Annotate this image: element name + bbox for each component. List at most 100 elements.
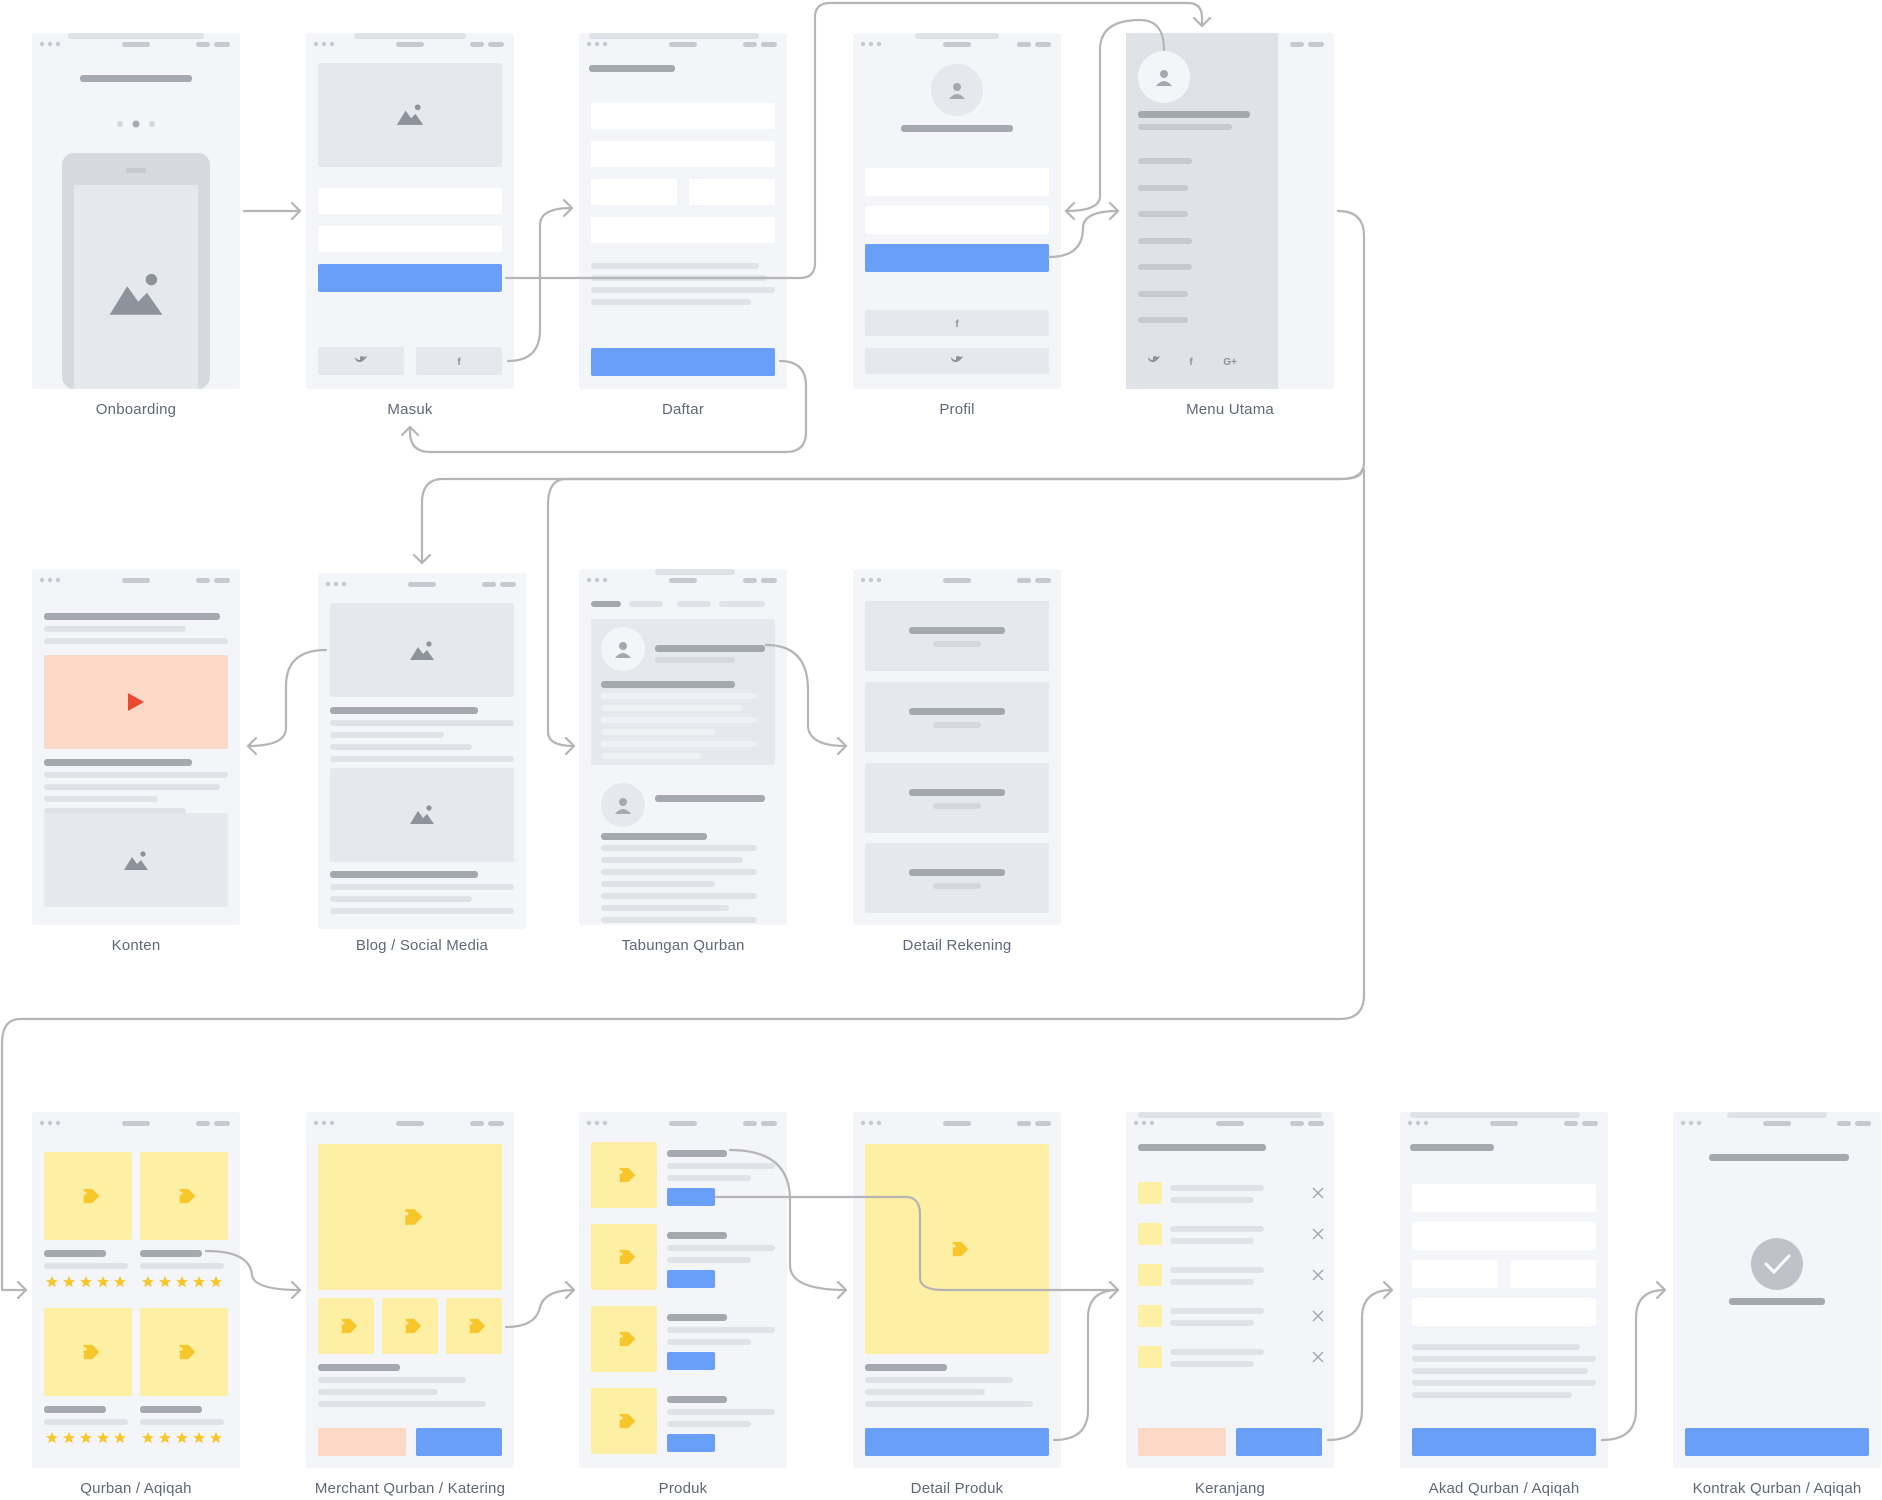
screen-label-keranjang: Keranjang <box>1194 1480 1266 1497</box>
status-bar-icon <box>743 1121 757 1126</box>
account-card <box>865 682 1049 752</box>
text-line <box>667 1421 751 1427</box>
heading-line <box>667 1314 727 1321</box>
text-line <box>330 896 472 902</box>
screen-produk <box>579 1112 787 1468</box>
facebook-icon: f <box>955 319 959 330</box>
text-line <box>1170 1308 1264 1314</box>
text-line <box>601 753 701 759</box>
heading-line <box>44 613 220 620</box>
text-line <box>865 1389 985 1395</box>
window-dot <box>39 41 45 47</box>
input-field <box>318 188 502 214</box>
text-line <box>933 641 981 647</box>
text-line <box>655 569 735 575</box>
heading-line <box>1729 1298 1825 1305</box>
text-line <box>601 881 715 887</box>
play-icon <box>128 693 144 711</box>
facebook-connect-button <box>865 310 1049 336</box>
heading-line <box>589 65 675 72</box>
screen-label-profil: Profil <box>939 401 975 418</box>
facebook-icon: f <box>457 357 461 368</box>
arrowhead <box>1655 1280 1667 1300</box>
menu-item <box>1138 185 1188 191</box>
window-dot <box>1407 1120 1413 1126</box>
text-line <box>601 705 743 711</box>
save-profile-button <box>865 244 1049 272</box>
text-line <box>865 1377 1013 1383</box>
heading-line <box>1138 1144 1266 1151</box>
window-dot <box>602 577 608 583</box>
heading-line <box>1709 1154 1849 1161</box>
arrowhead <box>290 201 302 221</box>
window-dot <box>860 41 866 47</box>
screen-label-konten: Konten <box>111 937 161 954</box>
account-card <box>865 601 1049 671</box>
text-line <box>318 1401 486 1407</box>
status-bar-icon <box>1017 1121 1031 1126</box>
text-line <box>1412 1368 1588 1374</box>
arrowhead <box>1064 201 1076 221</box>
status-bar-icon <box>761 42 777 47</box>
register-button <box>591 348 775 376</box>
input-field <box>591 141 775 167</box>
success-badge <box>1751 1238 1803 1290</box>
text-line <box>1138 1112 1322 1118</box>
text-line <box>44 638 228 644</box>
flow-connector <box>714 1195 1120 1292</box>
input-field <box>689 179 775 205</box>
text-line <box>330 720 514 726</box>
status-bar-icon <box>1564 1121 1578 1126</box>
arrowhead <box>562 198 574 218</box>
text-line <box>384 33 436 39</box>
arrowhead <box>564 1280 576 1300</box>
status-bar-icon <box>470 1121 484 1126</box>
text-line <box>667 1163 775 1169</box>
facebook-icon: f <box>1189 357 1193 368</box>
text-line <box>330 756 514 762</box>
flow-connector <box>1052 1288 1120 1442</box>
status-bar-icon <box>1035 1121 1051 1126</box>
screen-daftar <box>579 33 787 389</box>
screen-frame <box>579 33 787 389</box>
heading-line <box>909 627 1005 634</box>
text-line <box>330 744 472 750</box>
text-line <box>933 883 981 889</box>
arrowhead <box>1108 201 1120 221</box>
tab <box>719 601 765 607</box>
status-bar-icon <box>500 582 516 587</box>
menu-item <box>1138 238 1192 244</box>
window-dot <box>594 1120 600 1126</box>
text-line <box>330 884 514 890</box>
status-bar-title <box>943 578 971 583</box>
add-button <box>667 1352 715 1370</box>
window-dot <box>321 1120 327 1126</box>
heading-line <box>909 869 1005 876</box>
status-bar-icon <box>196 1121 210 1126</box>
cart-item-thumbnail <box>1138 1305 1162 1327</box>
menu-item <box>1138 264 1192 270</box>
flow-connector <box>546 468 1364 748</box>
window-dot <box>55 41 61 47</box>
page-dot <box>117 121 123 127</box>
text-line <box>589 33 759 39</box>
text-line <box>933 722 981 728</box>
window-dot <box>602 41 608 47</box>
secondary-button <box>1138 1428 1226 1456</box>
text-line <box>44 808 186 814</box>
input-field <box>591 179 677 205</box>
screen-label-detail-produk: Detail Produk <box>910 1480 1004 1497</box>
text-line <box>68 33 204 39</box>
text-line <box>1727 1112 1827 1118</box>
window-dot <box>1680 1120 1686 1126</box>
tab <box>677 601 711 607</box>
window-dot <box>594 577 600 583</box>
status-bar-icon <box>214 42 230 47</box>
text-line <box>601 741 757 747</box>
window-dot <box>1423 1120 1429 1126</box>
window-dot <box>55 577 61 583</box>
status-bar-icon <box>488 1121 504 1126</box>
screen-keranjang <box>1126 1112 1334 1468</box>
menu-item <box>1138 291 1188 297</box>
input-field <box>318 226 502 252</box>
